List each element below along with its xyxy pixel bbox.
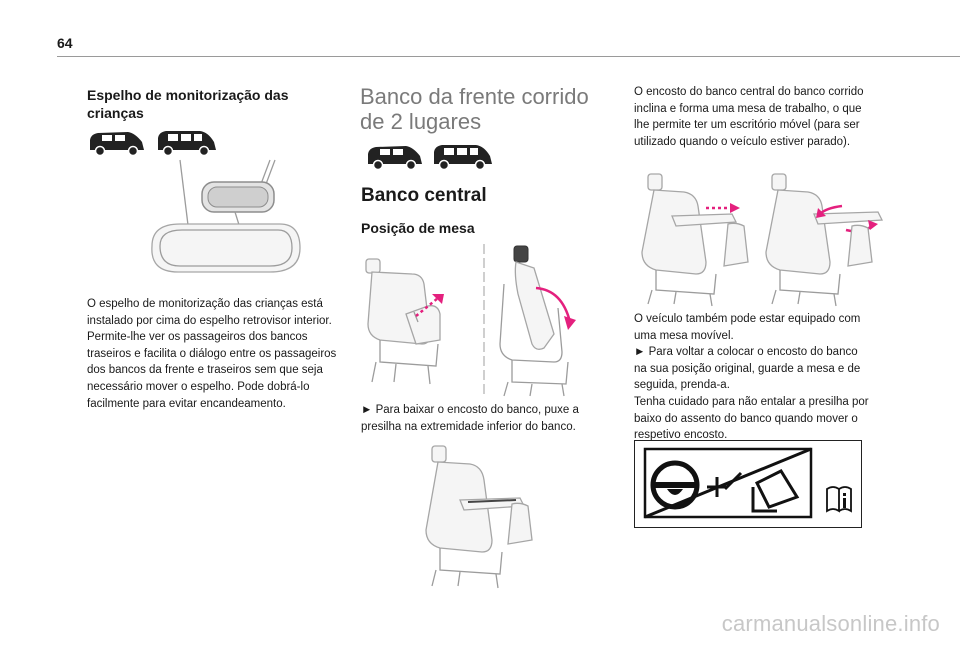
warning-airbag-icon — [643, 447, 813, 519]
seat-table-illustration — [425, 445, 533, 589]
subsection-heading: Posição de mesa — [361, 220, 475, 236]
mirror-description: O espelho de monitorização das crianças … — [87, 298, 337, 410]
watermark: carmanualsonline.info — [721, 611, 940, 636]
mirror-heading: Espelho de monitorização das crianças — [87, 87, 289, 121]
mirror-illustration — [151, 159, 301, 273]
page-number: 64 — [57, 35, 73, 51]
seat-illustration — [365, 244, 576, 397]
table-instructions: O veículo também pode estar equipado com… — [634, 313, 869, 442]
table-intro: O encosto do banco central do banco corr… — [634, 86, 864, 148]
van-icon — [368, 145, 492, 171]
info-book-icon — [826, 486, 852, 513]
lower-backrest-instruction: ► Para baixar o encosto do banco, puxe a… — [361, 404, 579, 433]
header-rule — [57, 56, 960, 57]
bench-title: Banco da frente corrido de 2 lugares — [360, 84, 589, 134]
van-icon — [90, 131, 216, 157]
movable-table-illustration — [641, 173, 884, 307]
section-heading: Banco central — [361, 185, 487, 206]
warning-box — [634, 440, 862, 528]
